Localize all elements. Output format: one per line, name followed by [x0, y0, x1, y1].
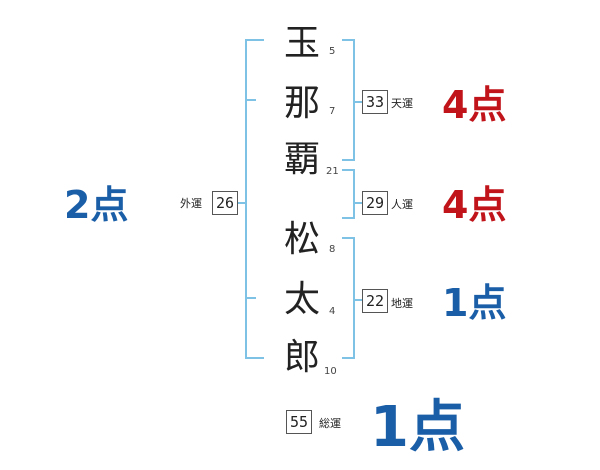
jinkaku-score: 4点 — [442, 183, 507, 227]
jinkaku-value-box: 29 — [362, 191, 388, 215]
chikaku-bracket — [342, 237, 355, 359]
stroke-count-3: 21 — [326, 166, 339, 177]
stroke-count-5: 4 — [329, 306, 336, 317]
jinkaku-label: 人運 — [391, 198, 413, 211]
name-char-1: 玉 — [283, 23, 320, 64]
tenkaku-score: 4点 — [442, 83, 507, 127]
jinkaku-bracket — [342, 169, 355, 219]
gaikaku-value-box: 26 — [212, 191, 238, 215]
chikaku-label: 地運 — [391, 297, 413, 310]
gaikaku-score: 2点 — [64, 183, 129, 227]
chikaku-score: 1点 — [442, 281, 507, 325]
stroke-count-2: 7 — [329, 106, 336, 117]
soukaku-value-box: 55 — [286, 410, 312, 434]
tenkaku-value-box: 33 — [362, 90, 388, 114]
stroke-count-6: 10 — [324, 366, 337, 377]
stroke-count-4: 8 — [329, 244, 336, 255]
name-char-2: 那 — [283, 83, 320, 124]
soukaku-score: 1点 — [370, 395, 465, 460]
soukaku-label: 総運 — [319, 417, 341, 430]
name-char-4: 松 — [283, 219, 320, 260]
name-char-3: 覇 — [283, 139, 320, 180]
tenkaku-label: 天運 — [391, 97, 413, 110]
tenkaku-bracket — [342, 39, 355, 161]
stroke-count-1: 5 — [329, 46, 336, 57]
name-char-5: 太 — [283, 279, 320, 320]
gaikaku-label: 外運 — [180, 197, 202, 210]
chikaku-value-box: 22 — [362, 289, 388, 313]
name-char-6: 郎 — [283, 337, 320, 378]
outer-bracket — [245, 39, 264, 359]
